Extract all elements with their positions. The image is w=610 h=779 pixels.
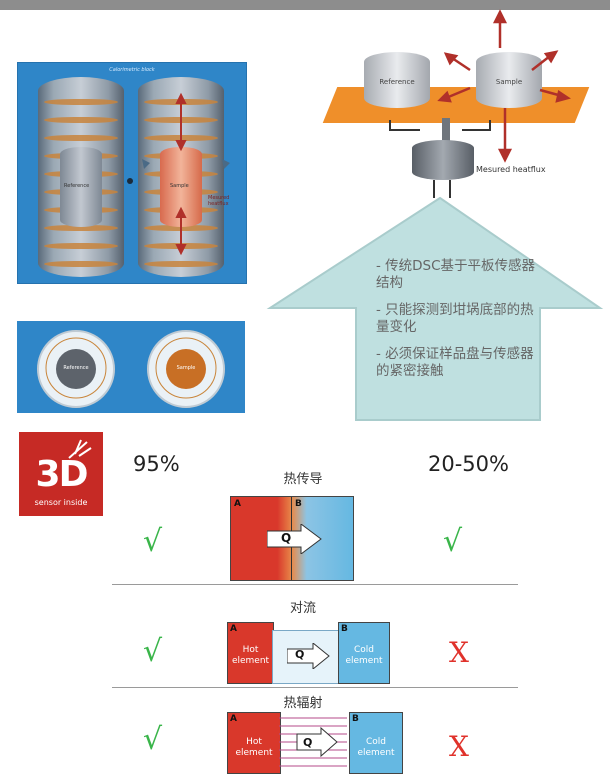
radiation-hot-block: A Hot element [227, 712, 281, 774]
convection-q-arrow [287, 643, 330, 669]
dsc-sample-label: Sample [495, 78, 523, 86]
divider-2 [112, 687, 518, 688]
top-bar [0, 0, 610, 10]
reference-crucible [60, 147, 102, 227]
top-sample-label: Sample [176, 365, 196, 371]
center-dot [127, 178, 133, 184]
radiation-a-label: A [230, 714, 237, 724]
radiation-right-cross: X [449, 730, 469, 763]
convection-hot-block: A Hot element [227, 622, 274, 684]
logo-subtext: sensor inside [34, 498, 88, 507]
calorimetric-block-title: Calorimetric block [109, 67, 155, 73]
radiation-q-label: Q [303, 736, 313, 749]
top-view-thermocouples [45, 337, 217, 399]
conduction-q-label: Q [281, 531, 292, 545]
radiation-title: 热辐射 [283, 696, 323, 711]
conduction-right-check: √ [443, 524, 463, 559]
calorimeter-arrows [127, 92, 230, 256]
dsc-points-list: - 传统DSC基于平板传感器结构 - 只能探测到坩埚底部的热量变化 - 必须保证… [376, 258, 546, 390]
sample-label: Sample [170, 183, 189, 189]
dsc-base-cylinder [412, 140, 474, 180]
convection-hot-label: Hot element [231, 645, 270, 666]
radiation-left-check: √ [143, 722, 163, 757]
conduction-left-check: √ [143, 524, 163, 559]
convection-cold-label: Cold element [345, 645, 383, 666]
dsc-sample-pan: Sample [476, 52, 542, 108]
dsc-point-3: - 必须保证样品盘与传感器的紧密接触 [376, 346, 534, 379]
top-view-illustration: Reference Sample [17, 321, 245, 413]
sample-heat-arrows [437, 9, 571, 163]
conduction-diagram: A B Q [230, 496, 354, 581]
convection-left-check: √ [143, 634, 163, 669]
reference-cylinder: Reference [38, 77, 124, 277]
top-reference-label: Reference [63, 365, 89, 371]
reference-core: Reference [56, 349, 96, 389]
sample-ring: Sample [147, 330, 225, 408]
dsc-reference-pan: Reference [364, 52, 430, 108]
dsc-reference-label: Reference [379, 78, 415, 86]
radiation-rays [279, 717, 347, 767]
dsc-point-2: - 只能探测到坩埚底部的热量变化 [376, 302, 534, 335]
conduction-q-arrow [267, 524, 322, 554]
convection-title: 对流 [289, 601, 316, 616]
reference-label: Reference [64, 183, 90, 189]
sensor-claw-icon [68, 439, 92, 459]
convection-b-label: B [341, 624, 348, 634]
divider-1 [112, 584, 518, 585]
conduction-title: 热传导 [283, 472, 323, 487]
right-percentage: 20-50% [428, 452, 509, 476]
radiation-cold-block: B Cold element [349, 712, 403, 774]
radiation-hot-label: Hot element [235, 737, 273, 758]
convection-right-cross: X [449, 636, 469, 669]
radiation-b-label: B [352, 714, 359, 724]
dsc-stem [442, 118, 450, 142]
radiation-cold-label: Cold element [357, 737, 395, 758]
conduction-a-label: A [234, 499, 241, 509]
conduction-b-label: B [295, 499, 302, 509]
convection-fluid: Q [272, 630, 340, 684]
convection-a-label: A [230, 624, 237, 634]
reference-ring: Reference [37, 330, 115, 408]
sample-core: Sample [166, 349, 206, 389]
heatflux-label-small: Mesured heatflux [208, 195, 230, 207]
left-percentage: 95% [133, 452, 180, 476]
dsc-point-1: - 传统DSC基于平板传感器结构 [376, 258, 536, 291]
logo-3d-text: 3D [35, 454, 89, 495]
dsc-heatflux-label: Mesured heatflux [476, 165, 546, 174]
3d-sensor-logo: 3D sensor inside [19, 432, 103, 516]
dsc-arrow-shape [266, 196, 604, 421]
convection-cold-block: B Cold element [338, 622, 390, 684]
convection-q-label: Q [295, 648, 305, 661]
calorimetric-block-illustration: Calorimetric block Reference Sample Mesu… [17, 62, 247, 284]
